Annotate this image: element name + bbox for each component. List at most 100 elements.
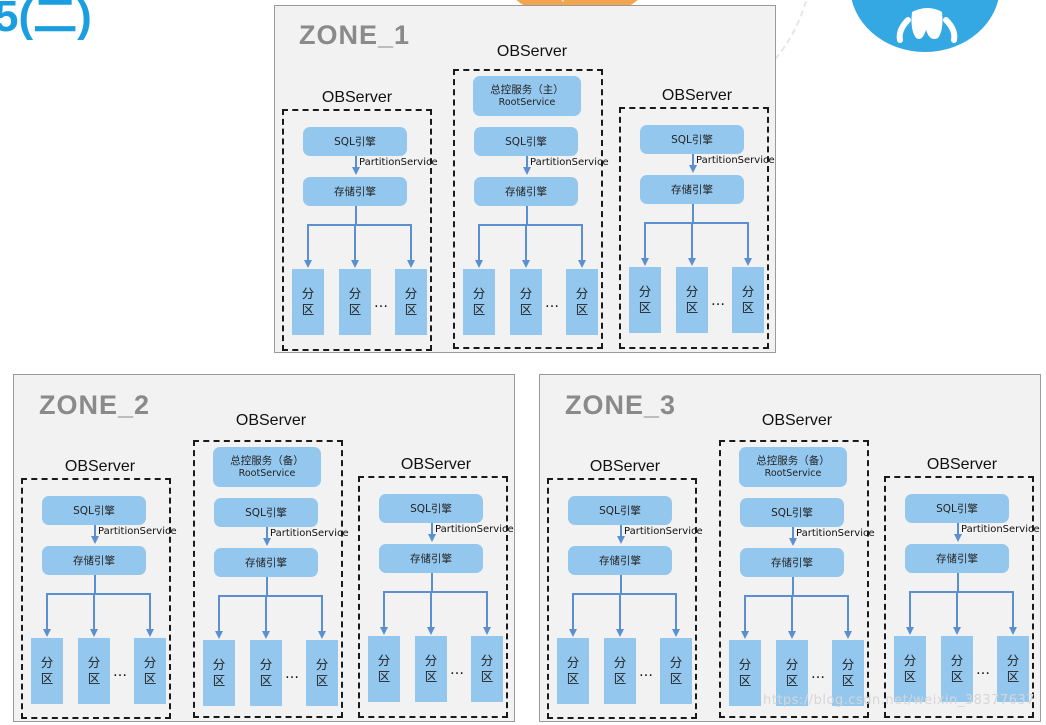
arrow-head — [406, 260, 415, 268]
partition-service-label: PartitionService — [624, 526, 703, 537]
storage-engine-box: 存储引擎 — [474, 177, 578, 206]
partition-char: 区 — [566, 671, 580, 686]
arrow-head — [522, 167, 531, 175]
partition-char: 区 — [685, 300, 699, 315]
root-service-subtitle: RootService — [764, 468, 822, 479]
connector-line — [572, 593, 675, 595]
partition-char: 分 — [315, 657, 329, 672]
partition-char: 分 — [741, 284, 755, 299]
partition-box: 分区 — [463, 269, 495, 335]
arrow-head — [262, 538, 271, 546]
partition-char: 区 — [638, 300, 652, 315]
partition-char: 分 — [259, 657, 273, 672]
connector-line — [430, 591, 432, 628]
arrow-head — [905, 627, 914, 635]
partition-char: 分 — [212, 657, 226, 672]
partition-box: 分区 — [415, 636, 447, 702]
partition-char: 区 — [472, 302, 486, 317]
observer-box — [193, 440, 343, 718]
storage-engine-box: 存储引擎 — [214, 548, 318, 577]
connector-line — [307, 224, 410, 226]
partition-char: 区 — [143, 671, 157, 686]
arrow-head — [687, 258, 696, 266]
connector-line — [525, 224, 527, 261]
partition-box: 分区 — [395, 269, 427, 335]
partition-service-label: PartitionService — [796, 528, 875, 539]
root-service-subtitle: RootService — [238, 468, 296, 479]
partition-char: 区 — [301, 302, 315, 317]
partition-ellipsis: … — [639, 664, 654, 680]
partition-char: 区 — [738, 673, 752, 688]
sql-engine-box: SQL引擎 — [303, 127, 407, 156]
connector-line — [847, 595, 849, 632]
partition-char: 分 — [472, 286, 486, 301]
connector-line — [354, 224, 356, 261]
connector-line — [149, 593, 151, 630]
sql-engine-box: SQL引擎 — [740, 498, 844, 527]
observer-label: OBServer — [589, 458, 661, 475]
arrow-head — [671, 629, 680, 637]
connector-line — [644, 222, 747, 224]
partition-ellipsis: … — [113, 664, 128, 680]
partition-char: 区 — [259, 673, 273, 688]
connector-line — [526, 156, 528, 169]
arrow-head — [317, 631, 326, 639]
observer-box — [282, 109, 432, 351]
connector-line — [431, 573, 433, 591]
partition-service-label: PartitionService — [696, 155, 775, 166]
partition-box: 分区 — [510, 269, 542, 335]
partition-box: 分区 — [732, 267, 764, 333]
ant-mascot-graphic — [896, 8, 958, 43]
arrow-head — [568, 629, 577, 637]
partition-box: 分区 — [203, 640, 235, 706]
arrow-head — [482, 627, 491, 635]
root-service-box: 总控服务（备）RootService — [213, 447, 321, 487]
arrow-head — [740, 631, 749, 639]
connector-line — [478, 224, 480, 261]
arrow-head — [379, 627, 388, 635]
partition-char: 区 — [519, 302, 533, 317]
connector-line — [93, 593, 95, 630]
partition-box: 分区 — [292, 269, 324, 335]
partition-service-label: PartitionService — [270, 528, 349, 539]
partition-char: 分 — [143, 655, 157, 670]
observer-box — [358, 476, 508, 718]
arrow-head — [615, 629, 624, 637]
partition-service-label: PartitionService — [435, 524, 514, 535]
connector-line — [792, 527, 794, 540]
sql-engine-box: SQL引擎 — [379, 494, 483, 523]
connector-line — [909, 591, 911, 628]
arrow-head — [427, 534, 436, 542]
partition-char: 区 — [741, 300, 755, 315]
partition-char: 分 — [841, 657, 855, 672]
sql-engine-box: SQL引擎 — [474, 127, 578, 156]
arrow-head — [1008, 627, 1017, 635]
connector-line — [355, 206, 357, 224]
connector-line — [957, 523, 959, 536]
connector-line — [744, 595, 847, 597]
root-service-subtitle: RootService — [498, 97, 556, 108]
connector-line — [581, 224, 583, 261]
partition-ellipsis: … — [374, 295, 389, 311]
partition-char: 分 — [738, 657, 752, 672]
sql-engine-box: SQL引擎 — [905, 494, 1009, 523]
partition-char: 区 — [480, 669, 494, 684]
connector-line — [383, 591, 486, 593]
connector-line — [791, 595, 793, 632]
partition-box: 分区 — [776, 640, 808, 706]
arrow-head — [788, 538, 797, 546]
partition-char: 分 — [40, 655, 54, 670]
arrow-head — [351, 167, 360, 175]
connector-line — [218, 595, 220, 632]
partition-char: 分 — [566, 655, 580, 670]
arrow-head — [953, 534, 962, 542]
partition-char: 区 — [785, 673, 799, 688]
arrow-head — [350, 260, 359, 268]
arrow-head — [261, 631, 270, 639]
storage-engine-box: 存储引擎 — [640, 175, 744, 204]
storage-engine-box: 存储引擎 — [303, 177, 407, 206]
root-service-title: 总控服务（备） — [230, 455, 304, 467]
arrow-head — [90, 536, 99, 544]
partition-char: 区 — [669, 671, 683, 686]
